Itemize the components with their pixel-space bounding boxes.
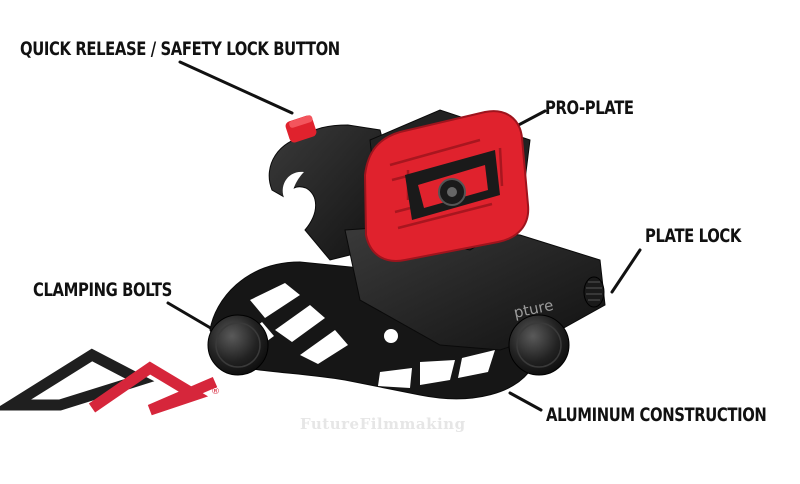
pro-plate [363,110,530,262]
leader-line-plate-lock [610,248,642,294]
label-clamping-bolts: CLAMPING BOLTS [33,279,172,301]
watermark: FutureFilmmaking [300,415,466,433]
label-quick-release: QUICK RELEASE / SAFETY LOCK BUTTON [20,38,340,60]
label-pro-plate: PRO-PLATE [545,97,634,119]
clamping-bolt-left [207,314,269,376]
label-aluminum-construction: ALUMINUM CONSTRUCTION [546,404,767,426]
plate-lock-knob [583,276,605,308]
clamping-bolt-right [508,314,570,376]
quick-release-button [285,115,317,143]
registered-mark: ® [211,387,220,397]
leader-line-quick-release [178,60,294,115]
label-plate-lock: PLATE LOCK [645,225,742,247]
leader-line-aluminum [508,391,543,412]
brand-logo [0,348,218,416]
leader-line-clamping-bolts [166,301,216,332]
